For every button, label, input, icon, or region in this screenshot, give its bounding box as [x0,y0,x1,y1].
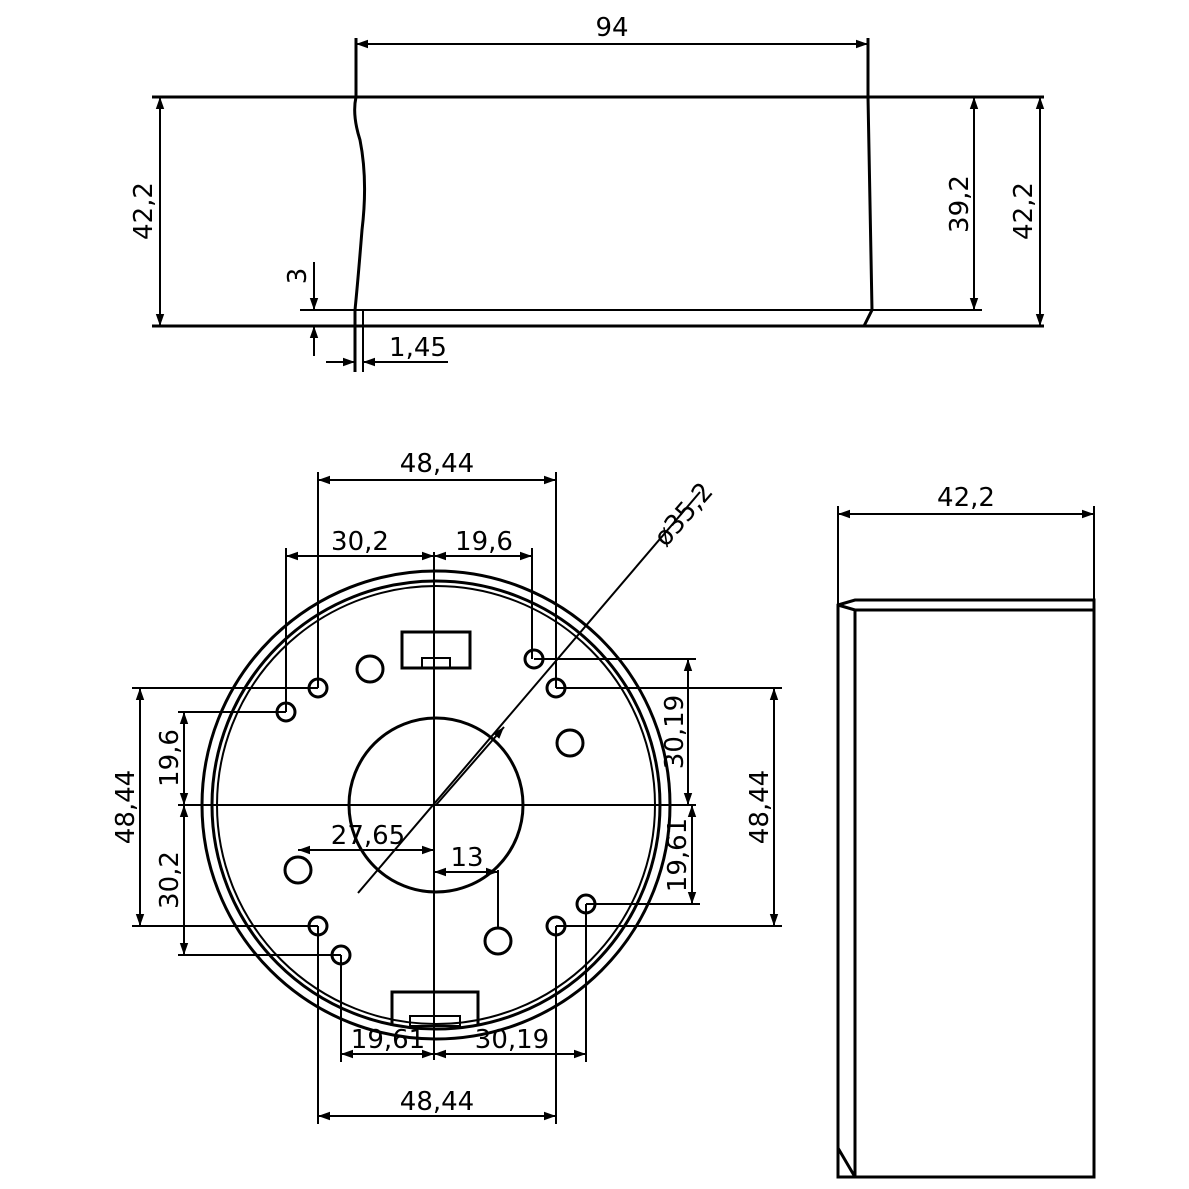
dim-top-span-label: 48,44 [400,449,474,479]
mount-hole-right [555,728,585,758]
dim-bottom-span-label: 48,44 [400,1087,474,1117]
top-clip-slot [421,657,451,669]
dim-left-lower-label: 30,2 [155,851,185,909]
mount-hole-bottom [483,926,513,956]
end-view: 42,2 [836,483,1096,1179]
mount-hole-left [283,855,313,885]
side-view: 94 42,2 39,2 42,2 3 1,45 [129,13,1045,372]
end-bottom-chamfer [836,1147,857,1178]
bottom-clip-slot [409,1015,461,1027]
dim-right-lower-label: 19,61 [663,818,693,892]
dim-right-span-label: 48,44 [745,770,775,844]
end-body-outline [836,598,1096,1179]
dim-diameter-leader [357,491,701,894]
dim-wall-label: 1,45 [389,333,447,363]
side-right-edge [862,38,874,327]
plan-view: ø35,2 48,44 30,2 19,6 30,19 19,61 48,44 … [111,449,782,1124]
dim-diameter-arrow [435,726,505,806]
top-clip [400,630,472,670]
dim-left-span-label: 48,44 [111,770,141,844]
dim-center-hole-label: 13 [450,843,483,873]
dim-height-left-label: 42,2 [129,182,159,240]
dim-bottom-left-offset-label: 19,61 [351,1025,425,1055]
dim-floor-label: 3 [283,268,313,285]
dim-hole-offset-label: 27,65 [331,821,405,851]
dim-diameter-label: ø35,2 [648,477,719,552]
dim-depth-label: 42,2 [937,483,995,513]
dim-bottom-right-offset-label: 30,19 [475,1025,549,1055]
dim-inner-height-label: 39,2 [945,175,975,233]
dim-top-right-offset-label: 19,6 [455,527,513,557]
mount-hole-top-left [355,654,385,684]
bottom-clip [390,990,480,1026]
dim-right-upper-label: 30,19 [660,695,690,769]
end-top-lip [837,603,1094,612]
dim-height-right-label: 42,2 [1009,182,1039,240]
dim-left-upper-label: 19,6 [155,729,185,787]
side-break-line-left [353,38,367,372]
dim-top-left-offset-label: 30,2 [331,527,389,557]
dim-width-label: 94 [595,13,628,43]
